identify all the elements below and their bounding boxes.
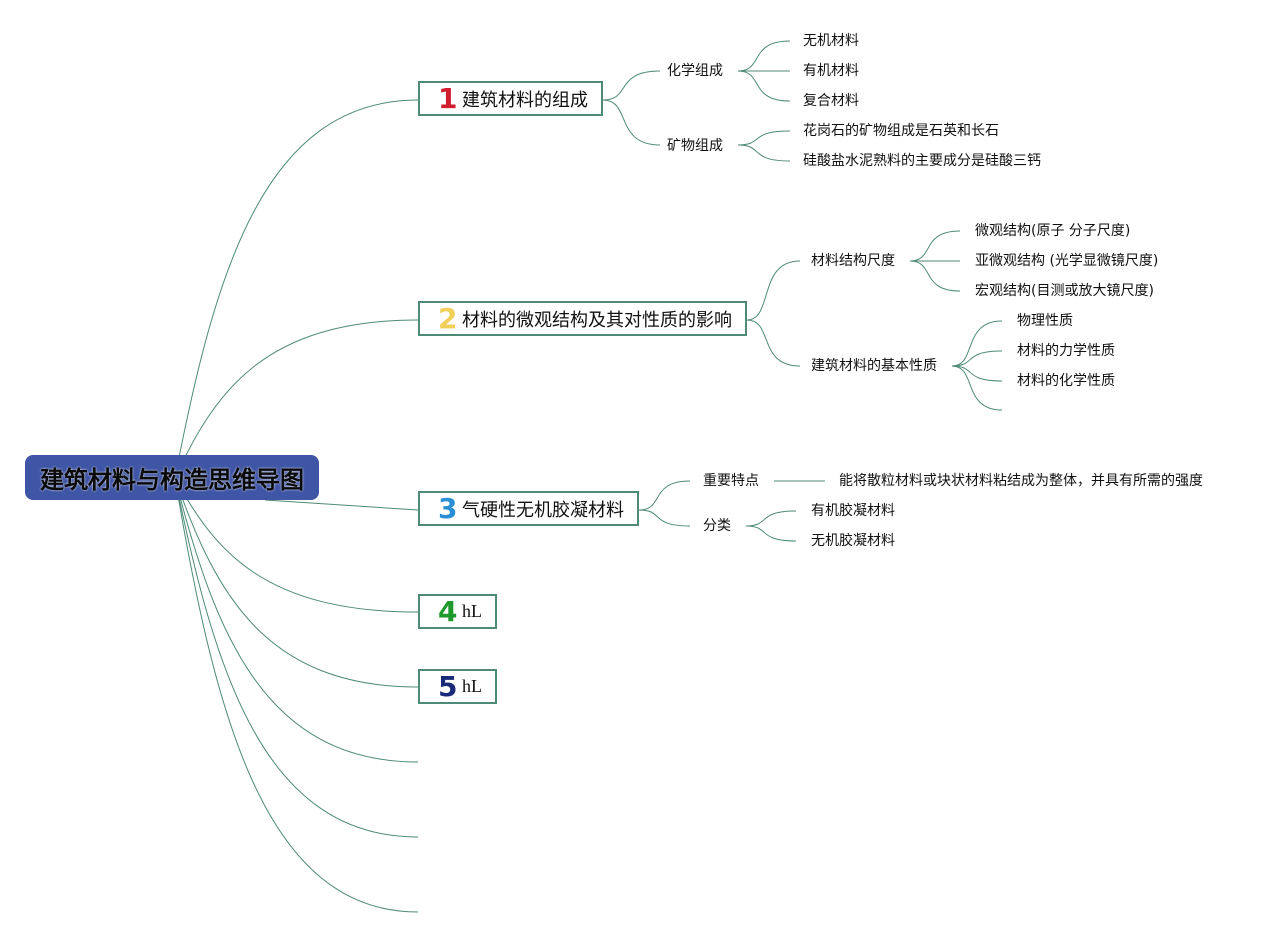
b1-chem-item[interactable]: 复合材料 [803,93,859,109]
branch-2-label: 材料的微观结构及其对性质的影响 [462,309,732,331]
root-topic[interactable]: 建筑材料与构造思维导图 [25,455,319,500]
b3-feature-text[interactable]: 能将散粒材料或块状材料粘结成为整体，并具有所需的强度 [839,473,1203,489]
branch-5-number: 5 [438,670,458,703]
root-link [174,477,419,613]
branch-2-number: 2 [438,302,458,335]
b3-link [638,509,691,527]
branch-5-label: hL [462,676,482,696]
branch-5-topic[interactable]: 5 hL [418,669,497,704]
root-link [174,99,419,479]
b1-mineral-topic[interactable]: 矿物组成 [667,138,723,154]
branch-4-label: hL [462,601,482,621]
b2-item-link [951,365,1003,382]
b2-scale-item[interactable]: 亚微观结构 (光学显微镜尺度) [975,253,1159,269]
root-link [264,499,419,511]
b3-item-link [745,525,797,542]
b2-props-topic[interactable]: 建筑材料的基本性质 [811,358,937,374]
root-link [174,477,419,763]
branch-1-topic[interactable]: 1 建筑材料的组成 [418,81,603,116]
branch-3-topic[interactable]: 3 气硬性无机胶凝材料 [418,491,639,526]
b1-mineral-item[interactable]: 花岗石的矿物组成是石英和长石 [803,123,999,139]
b3-class-item[interactable]: 有机胶凝材料 [811,503,895,519]
b3-item-link [745,510,797,527]
b2-scale-item[interactable]: 宏观结构(目测或放大镜尺度) [975,283,1154,299]
b3-class-item[interactable]: 无机胶凝材料 [811,533,895,549]
b1-chem-topic[interactable]: 化学组成 [667,63,723,79]
b2-item-link [951,320,1003,367]
b2-props-item[interactable]: 材料的力学性质 [1017,343,1115,359]
b2-item-link [951,365,1003,411]
b1-link [602,99,661,146]
b1-item-link [737,130,791,146]
b2-props-item[interactable]: 材料的化学性质 [1017,373,1115,389]
b3-link [638,480,691,511]
b1-chem-item[interactable]: 无机材料 [803,33,859,49]
branch-4-topic[interactable]: 4 hL [418,594,497,629]
root-link [174,477,419,838]
b2-item-link [909,230,961,262]
b1-chem-item[interactable]: 有机材料 [803,63,859,79]
b2-item-link [909,260,961,292]
b2-scale-item[interactable]: 微观结构(原子 分子尺度) [975,223,1131,239]
b2-link [746,260,801,321]
branch-2-topic[interactable]: 2 材料的微观结构及其对性质的影响 [418,301,747,336]
b2-props-item[interactable]: 物理性质 [1017,313,1073,329]
b2-scale-topic[interactable]: 材料结构尺度 [811,253,895,269]
branch-1-label: 建筑材料的组成 [462,89,588,111]
root-link [174,477,419,913]
b3-feature-topic[interactable]: 重要特点 [703,473,759,489]
root-label: 建筑材料与构造思维导图 [40,466,304,494]
root-link [174,319,419,479]
branch-3-number: 3 [438,492,458,525]
b3-class-topic[interactable]: 分类 [703,518,731,534]
b1-link [602,70,661,101]
branch-1-number: 1 [438,82,458,115]
b2-item-link [951,350,1003,367]
b1-mineral-item[interactable]: 硅酸盐水泥熟料的主要成分是硅酸三钙 [803,153,1041,169]
b2-link [746,319,801,367]
b1-item-link [737,70,791,102]
b1-item-link [737,40,791,72]
b1-item-link [737,144,791,162]
root-link [174,477,419,688]
branch-3-label: 气硬性无机胶凝材料 [462,499,624,521]
branch-4-number: 4 [438,595,458,628]
